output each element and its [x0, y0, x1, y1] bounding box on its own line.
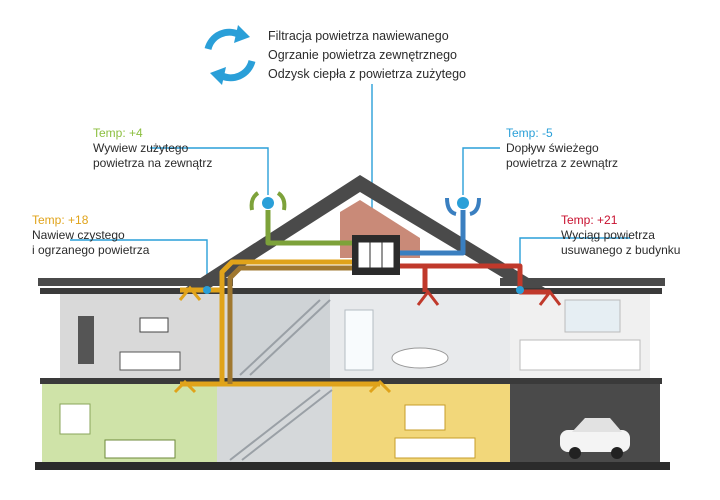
vent-exhaust-icon	[249, 191, 287, 211]
feature-heating: Ogrzanie powietrza zewnętrznego	[268, 48, 457, 62]
leader-exhaust	[150, 147, 269, 195]
eave-right	[500, 278, 665, 286]
slab-top	[40, 288, 662, 294]
temp-exhaust: Temp: +4	[93, 126, 143, 140]
label-extract-line1: Wyciąg powietrza	[561, 228, 655, 242]
shower	[344, 309, 374, 371]
room-stairs-upper	[230, 294, 330, 378]
bed-lower	[104, 439, 176, 459]
label-fresh-line1: Dopływ świeżego	[506, 141, 599, 155]
feature-filtration: Filtracja powietrza nawiewanego	[268, 29, 449, 43]
annotation-fresh: Temp: -5 Dopływ świeżego powietrza z zew…	[506, 126, 618, 171]
ground	[35, 462, 670, 470]
annotation-exhaust: Temp: +4 Wywiew zużytego powietrza na ze…	[93, 126, 212, 171]
temp-extract: Temp: +21	[561, 213, 618, 227]
feature-list: Filtracja powietrza nawiewanego Ogrzanie…	[268, 27, 466, 84]
eave-left	[38, 278, 233, 286]
fan-icon	[173, 285, 562, 394]
kitchen-cabinets	[519, 339, 641, 371]
temp-supply: Temp: +18	[32, 213, 89, 227]
ventilation-unit	[352, 235, 400, 275]
window-lower-left	[59, 403, 91, 435]
label-exhaust-line1: Wywiew zużytego	[93, 141, 189, 155]
annotation-supply: Temp: +18 Nawiew czystego i ogrzanego po…	[32, 213, 149, 258]
leader-supply	[70, 239, 208, 285]
bed-upper	[119, 351, 181, 371]
duct-supply-yellow	[180, 259, 380, 387]
duct-fresh-blue	[400, 210, 466, 256]
bathtub	[391, 347, 449, 369]
label-supply-line1: Nawiew czystego	[32, 228, 125, 242]
duct-supply-brown	[227, 265, 355, 384]
car	[560, 418, 630, 459]
annotation-extract: Temp: +21 Wyciąg powietrza usuwanego z b…	[561, 213, 680, 258]
leader-fresh	[462, 147, 500, 195]
label-exhaust-line2: powietrza na zewnątrz	[93, 156, 213, 170]
slab-mid	[40, 378, 662, 384]
label-fresh-line2: powietrza z zewnątrz	[506, 156, 619, 170]
staircase	[229, 299, 333, 461]
vent-intake-icon	[445, 197, 481, 216]
recycle-arrows-icon	[204, 25, 256, 85]
feature-heat-recovery: Odzysk ciepła z powietrza zużytego	[268, 67, 467, 81]
room-stairs-lower	[217, 384, 332, 462]
ducts	[180, 210, 550, 387]
leader-lines	[70, 84, 630, 285]
duct-exhaust-green	[265, 210, 355, 246]
kitchen-window	[564, 299, 621, 333]
label-supply-line2: i ogrzanego powietrza	[32, 243, 150, 257]
sofa	[394, 437, 476, 459]
wall-frames	[404, 404, 446, 431]
duct-extract-red	[400, 263, 550, 295]
label-extract-line2: usuwanego z budynku	[561, 243, 681, 257]
door-upper	[78, 316, 94, 364]
temp-fresh: Temp: -5	[506, 126, 553, 140]
picture-frame	[139, 317, 169, 333]
